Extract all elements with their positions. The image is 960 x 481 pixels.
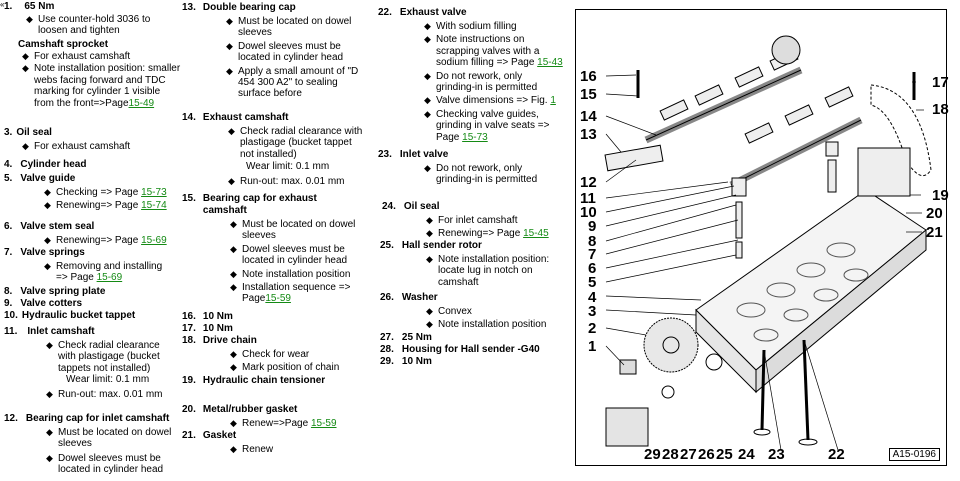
legend-item-22: 22.Exhaust valve With sodium filling Not… — [378, 7, 572, 143]
callout-7: 7 — [588, 246, 597, 263]
callout-4: 4 — [588, 289, 597, 306]
legend-item-8: 8.Valve spring plate — [4, 286, 106, 297]
callout-25: 25 — [716, 446, 733, 463]
callout-6: 6 — [588, 260, 597, 277]
legend-item-9: 9.Valve cotters — [4, 298, 83, 309]
chain-tensioner — [857, 147, 911, 197]
callout-26: 26 — [698, 446, 715, 463]
exploded-view-figure: 1 2 3 4 5 6 7 8 9 10 11 12 13 14 15 16 1… — [575, 9, 949, 466]
callout-18: 18 — [932, 101, 949, 118]
oil-seal — [705, 353, 723, 371]
cylinder-head-drawing — [604, 35, 932, 451]
corner-mark: « — [0, 0, 5, 9]
callout-5: 5 — [588, 274, 597, 291]
page-link[interactable]: 15-59 — [265, 293, 291, 305]
page-link[interactable]: 15-73 — [141, 187, 167, 198]
page-link[interactable]: 15-45 — [523, 228, 549, 240]
legend-item-11: 11.Inlet camshaft Check radial clearance… — [4, 326, 182, 400]
legend-item-19: 19.Hydraulic chain tensioner — [182, 375, 326, 386]
callout-28: 28 — [662, 446, 679, 463]
callout-29: 29 — [644, 446, 661, 463]
exhaust-valve — [802, 339, 810, 441]
legend-item-25: 25.Hall sender rotor Note installation p… — [380, 240, 572, 288]
callout-10: 10 — [580, 204, 597, 221]
legend-item-29: 29.10 Nm — [380, 356, 432, 367]
callout-16: 16 — [580, 68, 597, 85]
callout-8: 8 — [588, 233, 597, 250]
legend-item-26: 26.Washer Convex Note installation posit… — [380, 292, 572, 331]
page-link[interactable]: 15-43 — [537, 57, 563, 69]
page-link[interactable]: 15-49 — [128, 97, 155, 109]
legend-item-20: 20.Metal/rubber gasket Renew=>Page 15-59 — [182, 404, 368, 430]
page-link[interactable]: 15-73 — [462, 131, 488, 143]
legend-item-3: 3.Oil seal For exhaust camshaft — [4, 127, 180, 153]
legend-item-21: 21.Gasket Renew — [182, 430, 368, 456]
callout-20: 20 — [926, 205, 943, 222]
legend-item-17: 17.10 Nm — [182, 323, 233, 334]
callout-11: 11 — [580, 190, 596, 207]
page-link[interactable]: 15-59 — [310, 418, 337, 429]
legend-item-14: 14.Exhaust camshaft Check radial clearan… — [182, 112, 368, 187]
callout-3: 3 — [588, 303, 597, 320]
legend-item-12: 12.Bearing cap for inlet camshaft Must b… — [4, 413, 182, 476]
legend-item-1: 1.65 Nm Use counter-hold 3036 to loosen … — [4, 1, 180, 36]
legend-item-15: 15.Bearing cap for exhaust camshaft Must… — [182, 193, 368, 305]
page-link[interactable]: 1 — [550, 95, 556, 107]
legend-item-10: 10.Hydraulic bucket tappet — [4, 310, 136, 321]
legend-item-27: 27.25 Nm — [380, 332, 432, 343]
hall-sender-housing — [605, 407, 649, 447]
legend-item-7: 7.Valve springs Removing and installing … — [4, 247, 180, 284]
inlet-valve — [760, 349, 766, 431]
legend-item-24: 24.Oil seal For inlet camshaft Renewing=… — [382, 201, 572, 240]
washer — [661, 385, 675, 399]
callout-13: 13 — [580, 126, 597, 143]
legend-item-28: 28.Housing for Hall sender -G40 — [380, 344, 540, 355]
callout-15: 15 — [580, 86, 597, 103]
callout-9: 9 — [588, 218, 597, 235]
callout-14: 14 — [580, 108, 597, 125]
page-link[interactable]: 15-69 — [96, 272, 123, 284]
figure-id: A15-0196 — [888, 448, 940, 461]
callout-19: 19 — [932, 187, 949, 204]
camshaft-sprocket — [643, 317, 699, 373]
callout-23: 23 — [768, 446, 785, 463]
legend-item-23: 23.Inlet valve Do not rework, only grind… — [378, 149, 572, 186]
callout-12: 12 — [580, 174, 597, 191]
legend-item-16: 16.10 Nm — [182, 311, 233, 322]
legend-item-4: 4.Cylinder head — [4, 159, 87, 170]
legend-item-camshaft-sprocket: Camshaft sprocket For exhaust camshaft N… — [18, 39, 182, 109]
callout-1: 1 — [588, 338, 597, 355]
callout-27: 27 — [680, 446, 697, 463]
legend-item-6: 6.Valve stem seal Renewing=> Page 15-69 — [4, 221, 180, 247]
callout-21: 21 — [926, 224, 943, 241]
legend-item-18: 18.Drive chain Check for wear Mark posit… — [182, 335, 368, 374]
callout-2: 2 — [588, 320, 597, 337]
legend-item-5: 5.Valve guide Checking => Page 15-73 Ren… — [4, 173, 180, 212]
callout-17: 17 — [932, 74, 949, 91]
legend-item-13: 13.Double bearing cap Must be located on… — [182, 2, 368, 100]
page-link[interactable]: 15-69 — [141, 235, 167, 246]
callout-24: 24 — [738, 446, 755, 463]
page-link[interactable]: 15-74 — [141, 200, 167, 212]
drive-chain — [870, 84, 932, 177]
callout-22: 22 — [828, 446, 845, 463]
bullet: Use counter-hold 3036 to loosen and tigh… — [26, 14, 180, 37]
